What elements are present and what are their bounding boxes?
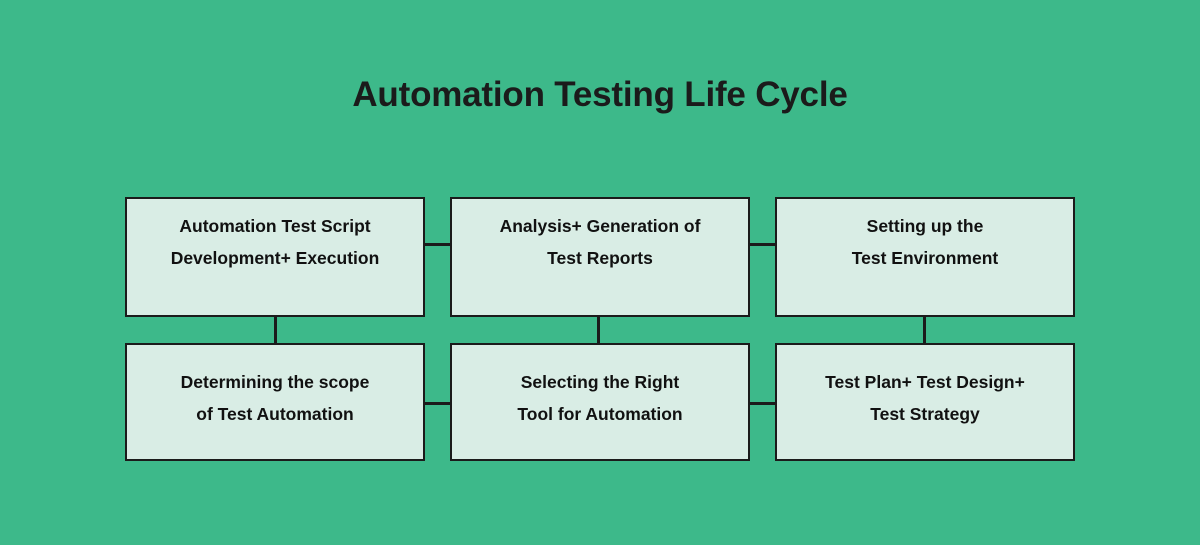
page-title: Automation Testing Life Cycle [352,75,848,114]
flow-node-automation-test-script-development-execution[interactable]: Automation Test Script Development+ Exec… [125,197,425,317]
flow-node-analysis-generation-of-test-reports[interactable]: Analysis+ Generation of Test Reports [450,197,750,317]
flow-node-determining-the-scope-of-test-automation[interactable]: Determining the scope of Test Automation [125,343,425,461]
flow-node-label-line-1: Setting up the [866,216,984,237]
flow-node-label: Selecting the Right Tool for Automation [517,367,682,431]
connector-node2-node3 [750,243,775,246]
flow-node-label-line-2: of Test Automation [196,404,354,424]
flow-node-setting-up-the-test-environment[interactable]: Setting up the Test Environment [775,197,1075,317]
flow-node-label-line-2: Tool for Automation [517,404,683,424]
flow-node-label-line-1: Test Plan+ Test Design+ [825,372,1025,393]
flow-node-label-line-2: Development+ Execution [170,248,380,268]
flow-node-selecting-the-right-tool-for-automation[interactable]: Selecting the Right Tool for Automation [450,343,750,461]
connector-node5-node6 [750,402,775,405]
connector-node4-node5 [425,402,450,405]
connector-node3-node6 [923,317,926,343]
flow-node-label: Setting up the Test Environment [852,211,999,275]
flow-node-test-plan-test-design-test-strategy[interactable]: Test Plan+ Test Design+ Test Strategy [775,343,1075,461]
flow-node-label-line-2: Test Reports [547,248,653,268]
flow-node-label-line-1: Determining the scope [180,372,370,393]
flow-node-label-line-1: Analysis+ Generation of [499,216,701,237]
flow-node-label: Determining the scope of Test Automation [181,367,370,431]
flow-node-label: Analysis+ Generation of Test Reports [500,211,701,275]
flow-node-label-line-2: Test Environment [851,248,999,268]
flow-node-label-line-2: Test Strategy [870,404,980,424]
connector-node1-node2 [425,243,450,246]
flow-node-label: Test Plan+ Test Design+ Test Strategy [825,367,1025,431]
connector-node1-node4 [274,317,277,343]
connector-node2-node5 [597,317,600,343]
flow-node-label: Automation Test Script Development+ Exec… [171,211,380,275]
flow-node-label-line-1: Selecting the Right [520,372,680,393]
flow-node-label-line-1: Automation Test Script [179,216,371,237]
